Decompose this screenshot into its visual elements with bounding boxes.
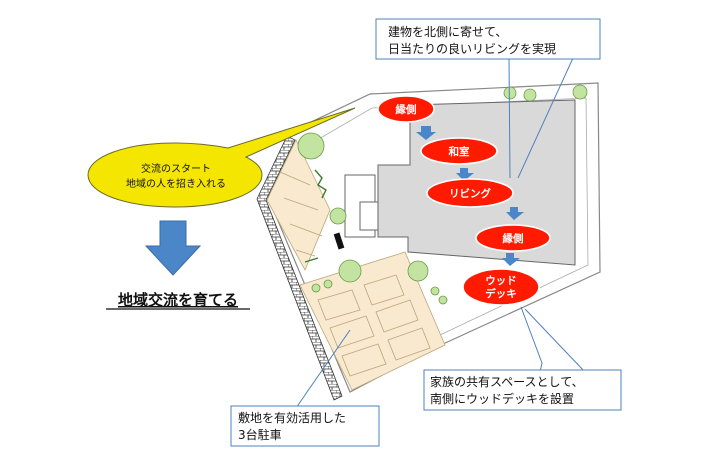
shrubs: [304, 169, 327, 263]
flow-arrows: [416, 126, 524, 266]
bubble-washitsu-label: 和室: [448, 145, 470, 158]
callout-bottom-line2: 3台駐車: [238, 427, 282, 442]
bubble-engawa-top-label: 縁側: [396, 103, 417, 116]
bubble-washitsu: 和室: [420, 137, 498, 165]
yellow-speech-bubble: 交流のスタート 地域の人を招き入れる: [87, 107, 356, 208]
bubble-wood-deck-line2: デッキ: [485, 287, 517, 300]
bubble-wood-deck: ウッド デッキ: [462, 268, 540, 306]
parking-area: [299, 251, 446, 391]
entrance-door: [333, 232, 345, 250]
trees: [297, 84, 588, 305]
entrance-step: [359, 201, 381, 231]
down-arrow-icon: [144, 220, 202, 276]
callout-right-line1: 家族の共有スペースとして、: [430, 374, 584, 389]
callout-top-line2: 日当たりの良いリビングを実現: [388, 41, 556, 56]
callout-bottom-line1: 敷地を有効活用した: [238, 410, 346, 425]
callout-right-line2: 南側にウッドデッキを設置: [430, 391, 574, 406]
bubble-wood-deck-line1: ウッド: [485, 275, 517, 287]
paving-path: [266, 139, 331, 271]
bubble-engawa-bottom: 縁側: [475, 224, 551, 252]
bubble-engawa-bottom-label: 縁側: [503, 232, 524, 245]
callout-top-line1: 建物を北側に寄せて、: [388, 24, 507, 39]
yellow-bubble-line2: 地域の人を招き入れる: [126, 177, 226, 190]
callout-bottom: 敷地を有効活用した 3台駐車: [230, 405, 380, 447]
callout-right: 家族の共有スペースとして、 南側にウッドデッキを設置: [423, 369, 622, 411]
bubble-living: リビング: [426, 178, 514, 208]
bubble-living-label: リビング: [449, 187, 491, 200]
bubble-engawa-top: 縁側: [377, 95, 435, 123]
leader-lines: [295, 57, 586, 409]
callout-top: 建物を北側に寄せて、 日当たりの良いリビングを実現: [375, 18, 601, 60]
yellow-bubble-line1: 交流のスタート: [141, 162, 211, 175]
headline: 地域交流を育てる: [118, 291, 238, 309]
